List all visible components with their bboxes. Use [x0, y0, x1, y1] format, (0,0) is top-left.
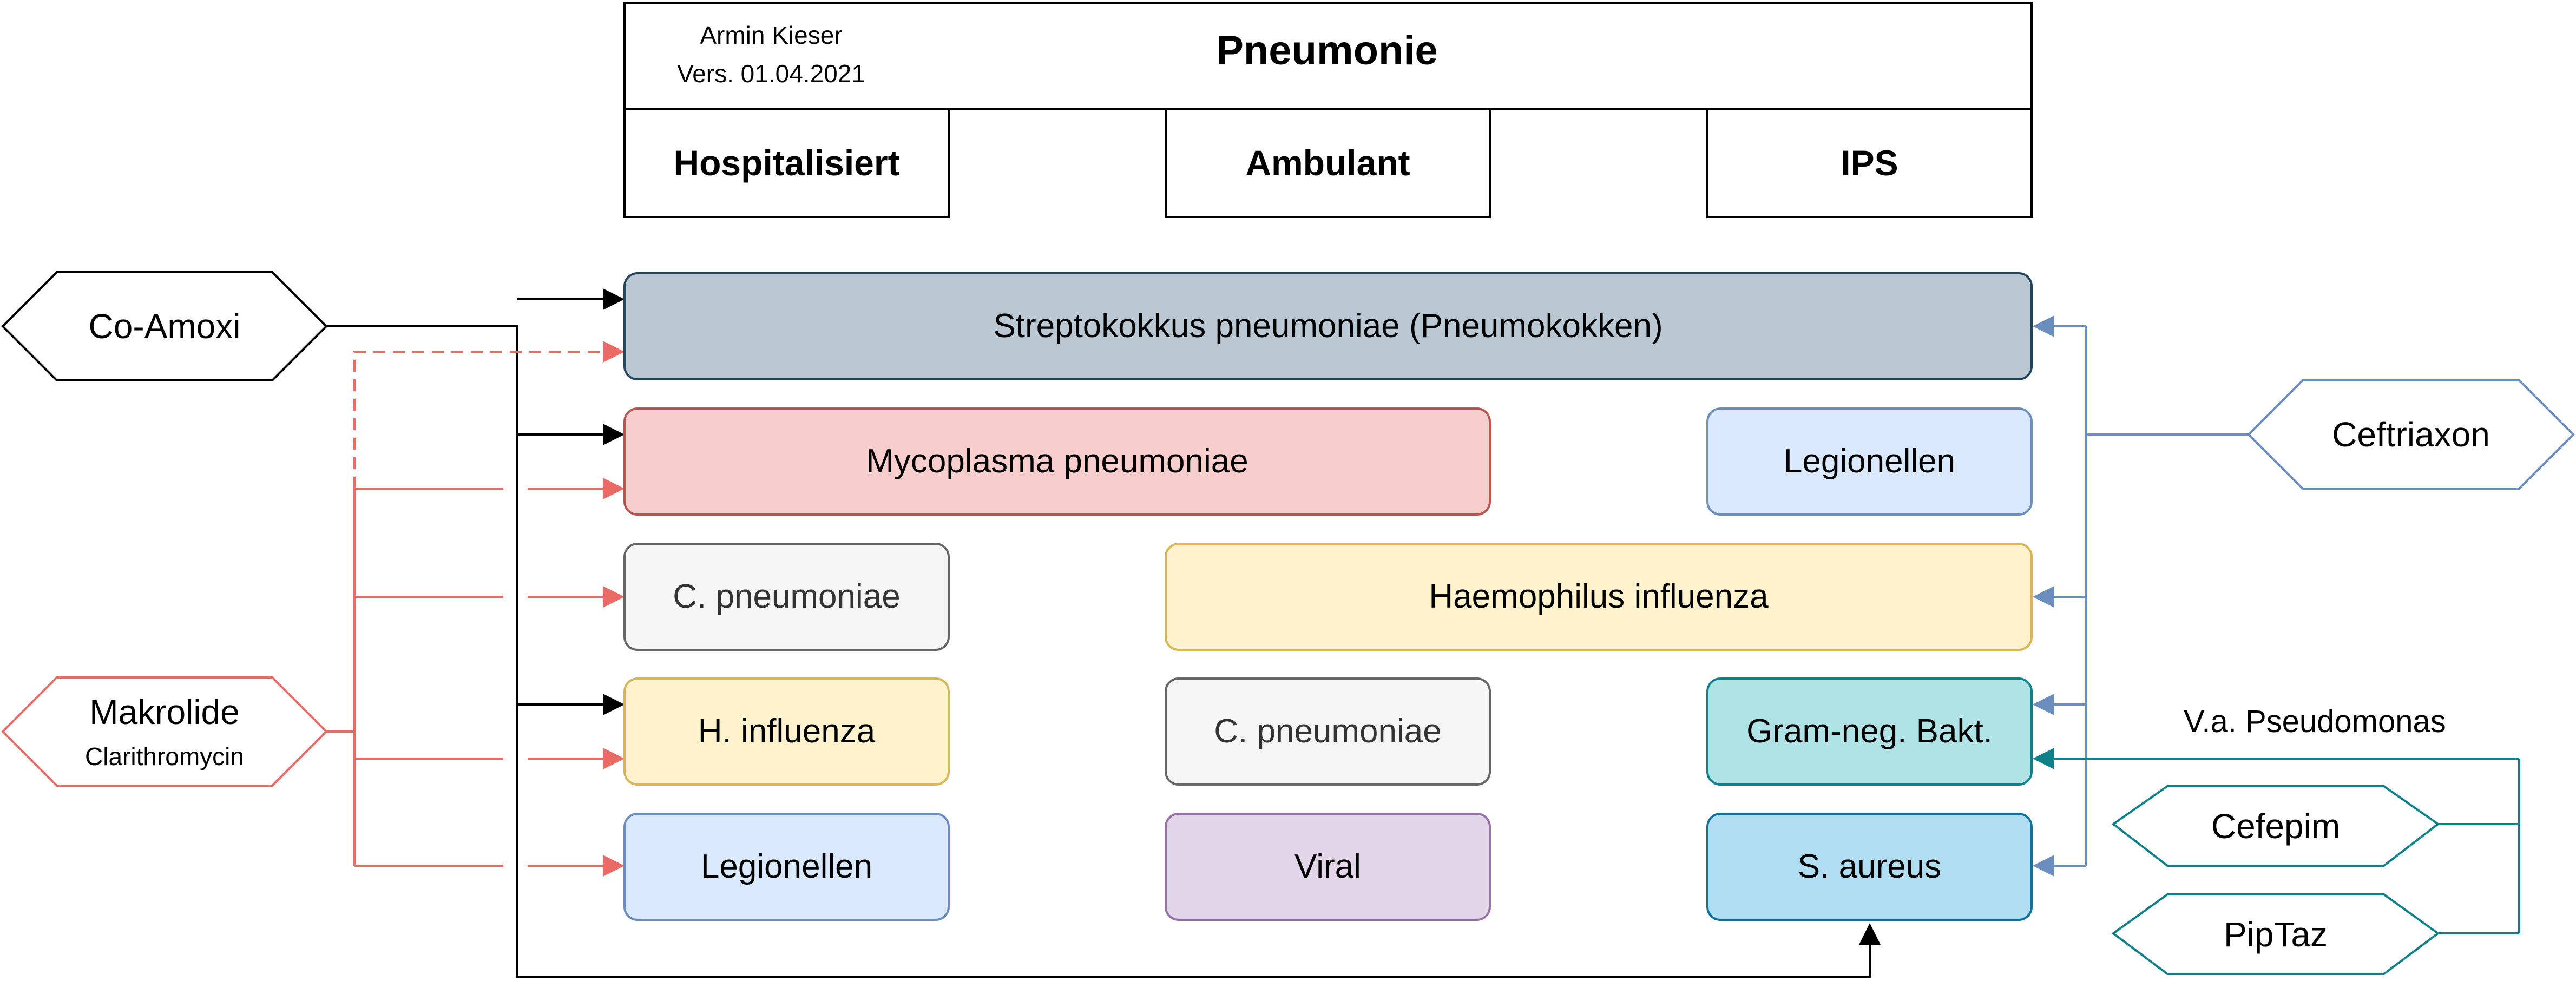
pathogen-gram-neg: Gram-neg. Bakt. [1706, 677, 2033, 786]
column-ambulant: Ambulant [1165, 108, 1491, 218]
author-name: Armin Kieser [700, 21, 843, 49]
author-block: Armin Kieser Vers. 01.04.2021 [609, 16, 934, 94]
antibiotic-co-amoxi: Co-Amoxi [57, 272, 272, 380]
pathogen-h-influenza-hosp: H. influenza [623, 677, 950, 786]
antibiotic-piptaz: PipTaz [2167, 894, 2384, 974]
page-title: Pneumonie [1216, 28, 1438, 74]
pathogen-viral: Viral [1165, 813, 1491, 921]
ceftriaxon-connectors [2033, 315, 2249, 877]
pathogen-c-pneumoniae-ambulant: C. pneumoniae [1165, 677, 1491, 786]
pathogen-mycoplasma: Mycoplasma pneumoniae [623, 407, 1491, 516]
piptaz-hexagon [2111, 893, 2440, 975]
pathogen-legionellen-ips: Legionellen [1706, 407, 2033, 516]
makrolide-connectors [326, 341, 625, 877]
makrolide-hexagon [1, 676, 328, 787]
column-hospitalisiert: Hospitalisiert [623, 108, 950, 218]
pathogen-s-aureus: S. aureus [1706, 813, 2033, 921]
pathogen-haemophilus-influenza: Haemophilus influenza [1165, 543, 2033, 651]
ceftriaxon-label: Ceftriaxon [2332, 415, 2490, 454]
version-label: Vers. 01.04.2021 [677, 60, 865, 88]
cefepim-label: Cefepim [2211, 806, 2341, 846]
co-amoxi-trunk [326, 325, 1881, 978]
pathogen-legionellen-hosp: Legionellen [623, 813, 950, 921]
ceftriaxon-hexagon [2247, 379, 2575, 490]
header-panel [623, 2, 2033, 110]
co-amoxi-label: Co-Amoxi [88, 307, 241, 346]
column-ips: IPS [1706, 108, 2033, 218]
pseudomonas-note: V.a. Pseudomonas [2184, 704, 2446, 739]
antibiotic-makrolide: Makrolide Clarithromycin [57, 677, 272, 786]
pathogen-strep-pneumoniae: Streptokokkus pneumoniae (Pneumokokken) [623, 272, 2033, 380]
piptaz-label: PipTaz [2223, 914, 2328, 954]
co-amoxi-connectors [326, 288, 1881, 978]
co-amoxi-hexagon [1, 271, 328, 381]
makrolide-sublabel: Clarithromycin [85, 742, 244, 770]
makrolide-dashed-to-strep [353, 341, 625, 489]
pseudomonas-connectors [2033, 748, 2520, 934]
pathogen-c-pneumoniae-hosp: C. pneumoniae [623, 543, 950, 651]
cefepim-hexagon [2111, 785, 2440, 867]
makrolide-label: Makrolide [89, 693, 240, 732]
antibiotic-cefepim: Cefepim [2167, 786, 2384, 866]
antibiotic-ceftriaxon: Ceftriaxon [2303, 380, 2519, 489]
